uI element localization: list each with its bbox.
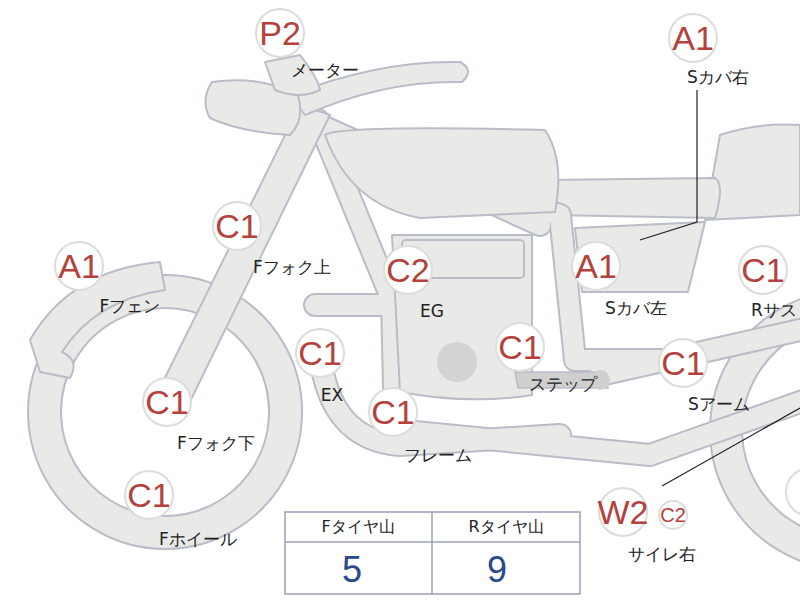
callout-number: C2 (386, 253, 429, 287)
table-header-cell: Fタイヤ山 (321, 519, 394, 535)
table-value-cell: 9 (487, 552, 507, 588)
callout-number: C1 (127, 478, 170, 512)
callout-number: P2 (259, 16, 301, 50)
part-name: サイレ右 (628, 546, 696, 563)
part-name: Fフォク上 (253, 259, 331, 276)
part-name: ステップ (529, 376, 597, 393)
part-name: Rサス (751, 302, 797, 319)
callout-number: C1 (498, 330, 541, 364)
table-header-cell: Rタイヤ山 (468, 519, 543, 535)
part-name: Fフェン (100, 298, 161, 315)
callout-number: C1 (145, 385, 188, 419)
part-name: フレーム (404, 447, 472, 464)
part-name: Sアーム (688, 396, 750, 413)
callout-number: C1 (741, 253, 784, 287)
callout-number: A1 (58, 249, 100, 283)
callout-number: C2 (660, 505, 686, 525)
callout-number: C1 (215, 209, 258, 243)
part-name: EG (420, 303, 444, 320)
part-name: メーター (291, 62, 359, 79)
callout-number: C1 (661, 346, 704, 380)
table-value-cell: 5 (342, 552, 362, 588)
callout-number: W2 (598, 495, 649, 529)
callout-number: C1 (371, 395, 414, 429)
part-name: Sカバ左 (605, 300, 667, 317)
part-name: Sカバ右 (687, 69, 749, 86)
part-name: Fフォク下 (177, 435, 255, 452)
callout-number: C1 (298, 336, 341, 370)
part-name: EX (321, 387, 343, 404)
part-name: Fホイール (159, 531, 237, 548)
callout-number: A1 (672, 21, 714, 55)
callout-number: A1 (575, 249, 617, 283)
